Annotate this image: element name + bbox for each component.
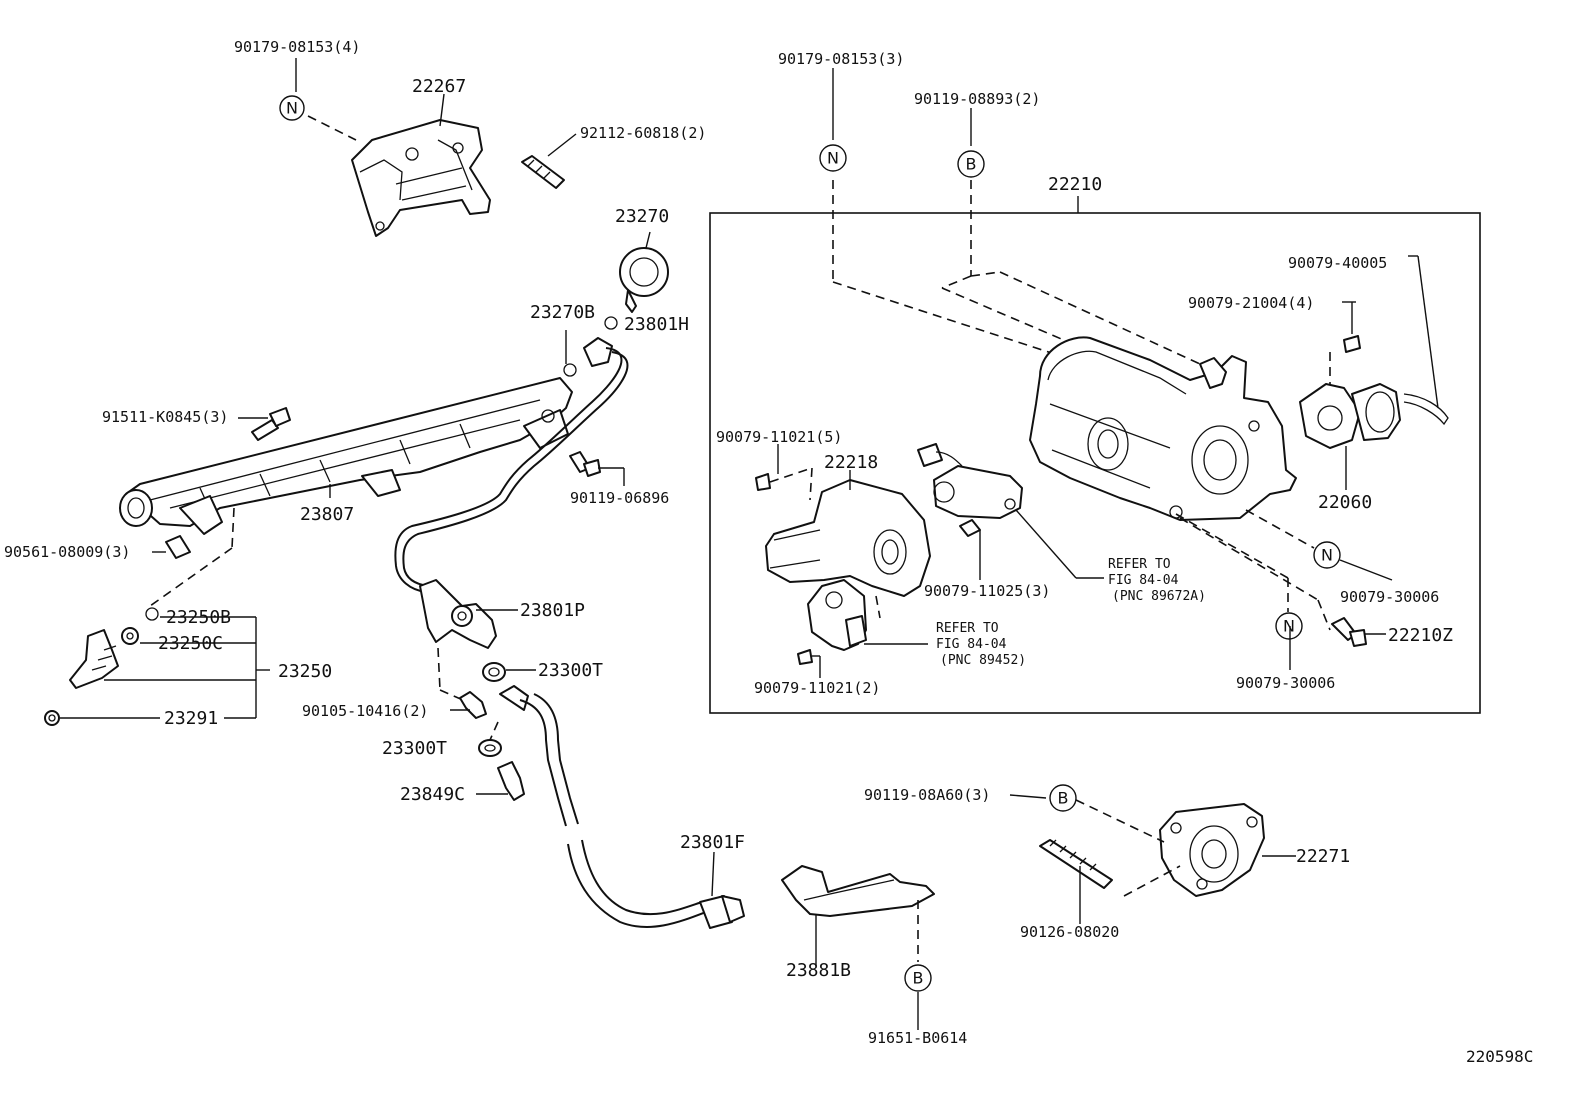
marker-b-2: B [1049,784,1077,812]
fuel-pipe-23801h [394,347,623,593]
pressure-regulator-23270 [563,247,669,377]
marker-b-3: B [904,964,932,992]
label-90119-06896: 90119-06896 [570,489,669,507]
label-90079-40005: 90079-40005 [1288,254,1387,272]
label-23300t-b: 23300T [382,738,447,759]
label-23250c: 23250C [158,633,223,654]
refer-b-line1: REFER TO [936,621,999,636]
stud-90126 [1039,839,1113,889]
drawing-id: 220598C [1466,1047,1533,1066]
marker-n-2: N [819,144,847,172]
screw-90079-11025 [959,519,981,537]
plug-90561 [165,535,191,559]
throttle-body-frame [709,212,1481,714]
svg-text:N: N [1321,546,1333,565]
label-23801h: 23801H [624,314,689,335]
label-23300t-a: 23300T [538,660,603,681]
label-23270b: 23270B [530,302,595,323]
label-22210z: 22210Z [1388,625,1453,646]
label-23849c: 23849C [400,784,465,805]
injector-23250 [44,607,159,726]
label-90079-21004-4: 90079-21004(4) [1188,294,1314,312]
label-22271: 22271 [1296,846,1350,867]
svg-text:B: B [913,969,924,988]
svg-text:B: B [1058,789,1069,808]
bracket-23881b [781,865,935,917]
label-90179-08153-3: 90179-08153(3) [778,50,904,68]
screw-90079-21004 [1343,335,1361,353]
label-90079-11021-5: 90079-11021(5) [716,428,842,446]
label-22218: 22218 [824,452,878,473]
gasket-23300t-a [482,662,506,682]
label-22267: 22267 [412,76,466,97]
throttle-spacer-22271 [1159,803,1265,897]
label-23881b: 23881B [786,960,851,981]
throttle-sensor-89672a [917,443,1023,519]
label-92112-60818-2: 92112-60818(2) [580,124,706,142]
label-90079-30006-b: 90079-30006 [1236,674,1335,692]
label-90119-08a60-3: 90119-08A60(3) [864,786,990,804]
refer-a-line2: FIG 84-04 [1108,573,1179,588]
label-90119-08893-2: 90119-08893(2) [914,90,1040,108]
bolt-91511 [251,407,291,441]
idle-switch-89452 [807,579,867,651]
label-22210: 22210 [1048,174,1102,195]
gasket-23300t-b [478,739,502,757]
label-90079-30006-a: 90079-30006 [1340,588,1439,606]
union-23801p [419,579,497,649]
label-90079-11021-2: 90079-11021(2) [754,679,880,697]
svg-text:N: N [286,99,298,118]
union-bolt-23849c [497,761,525,801]
svg-text:N: N [827,149,839,168]
label-90126-08020: 90126-08020 [1020,923,1119,941]
label-22060: 22060 [1318,492,1372,513]
marker-b-1: B [957,150,985,178]
label-23250: 23250 [278,661,332,682]
label-90561-08009-3: 90561-08009(3) [4,543,130,561]
label-23250b: 23250B [166,607,231,628]
label-91511-k0845-3: 91511-K0845(3) [102,408,228,426]
fuel-rail-23807 [119,377,573,535]
idle-speed-control-22060 [1299,383,1449,449]
bolt-90119-06896 [569,451,601,477]
label-90079-11025-3: 90079-11025(3) [924,582,1050,600]
bracket-22267 [351,119,491,237]
sensor-22210z [1331,617,1367,647]
label-23801p: 23801P [520,600,585,621]
svg-text:B: B [966,155,977,174]
label-91651-b0614: 91651-B0614 [868,1029,967,1047]
label-23270: 23270 [615,206,669,227]
screw-90079-11021-2 [797,649,813,665]
air-valve-22218 [765,479,931,597]
fuel-hose-23801f [499,685,745,929]
label-90179-08153-4: 90179-08153(4) [234,38,360,56]
label-23801f: 23801F [680,832,745,853]
refer-b-line2: FIG 84-04 [936,637,1007,652]
bolt-90105 [459,691,487,719]
marker-n-1: N [279,95,305,121]
refer-a-line3: (PNC 89672A) [1112,589,1206,604]
stud-92112 [521,155,565,189]
refer-a-line1: REFER TO [1108,557,1171,572]
marker-n-4: N [1275,612,1303,640]
screw-90079-11021-5 [755,473,771,491]
label-90105-10416-2: 90105-10416(2) [302,702,428,720]
svg-text:N: N [1283,617,1295,636]
label-23807: 23807 [300,504,354,525]
refer-b-line3: (PNC 89452) [940,653,1026,668]
throttle-body-22210 [1029,336,1297,521]
marker-n-3: N [1313,541,1341,569]
label-23291: 23291 [164,708,218,729]
